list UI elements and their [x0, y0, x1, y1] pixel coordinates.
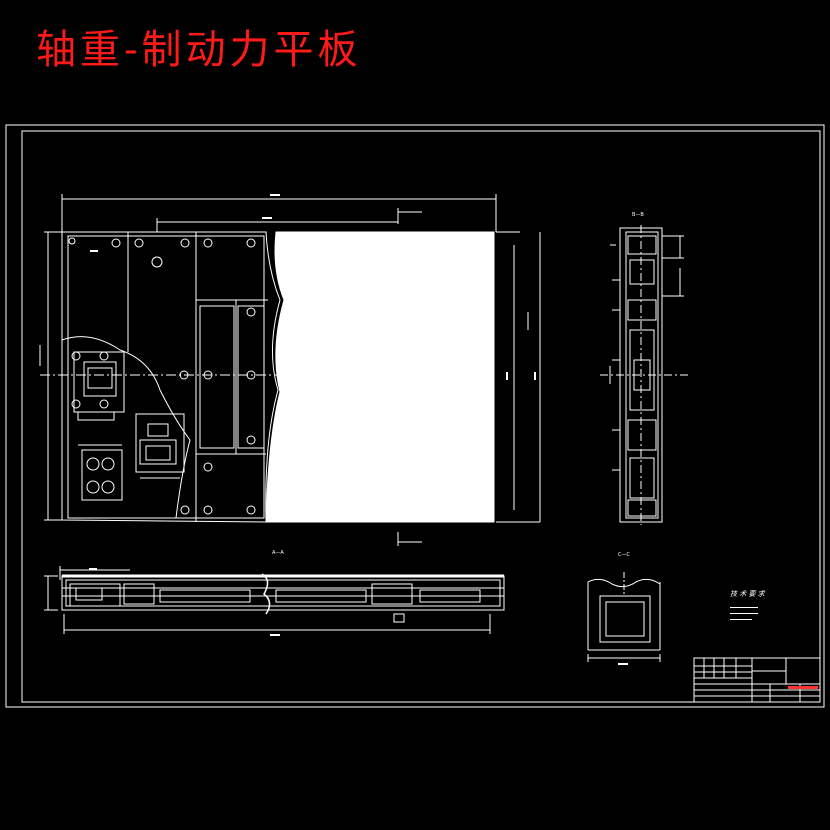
section-aa-view [44, 566, 505, 634]
inner-border [21, 130, 821, 703]
section-label-bb: B—B [632, 212, 644, 218]
frame-outline [61, 231, 281, 523]
plan-view [39, 194, 541, 546]
technical-requirements-heading: 技 术 要 求 [730, 590, 766, 598]
title-block [693, 657, 821, 703]
dimension-ticks [89, 194, 758, 665]
section-label-aa: A—A [272, 550, 284, 556]
outer-border [5, 124, 825, 708]
plate-solid-region [265, 231, 495, 523]
section-label-cc: C—C [618, 552, 630, 558]
title-block-stripe [788, 686, 818, 689]
drawing-title: 轴重-制动力平板 [36, 27, 362, 73]
section-bb-view [600, 225, 690, 525]
section-cc-view [587, 572, 661, 662]
